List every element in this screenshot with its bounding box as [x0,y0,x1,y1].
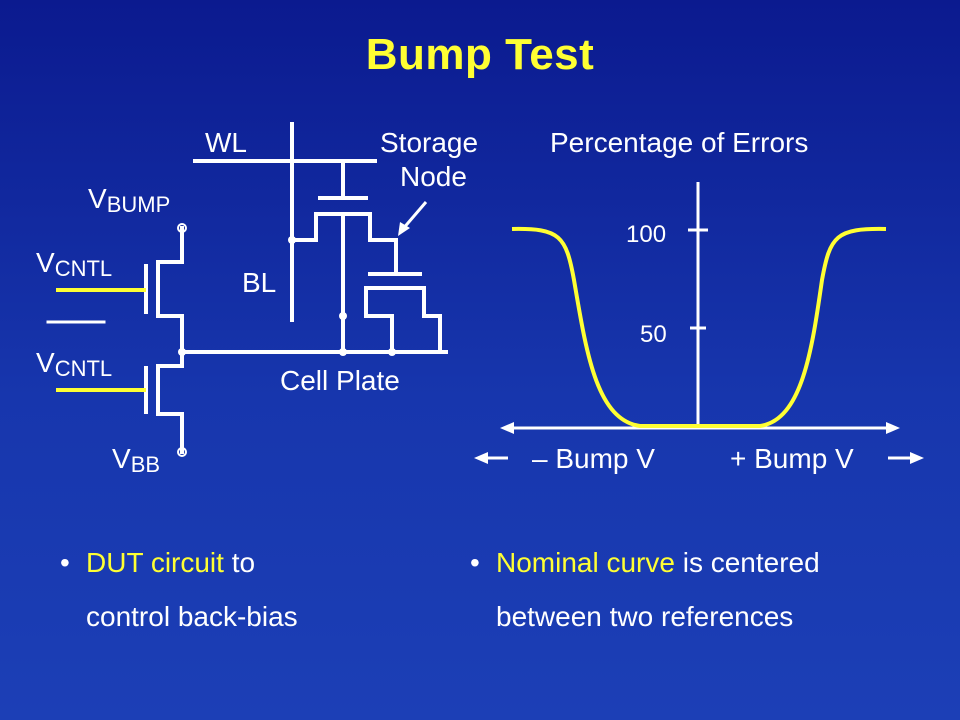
label-cell-plate: Cell Plate [280,365,400,396]
label-vbump: VBUMP [88,183,170,217]
vbb-terminal [177,447,187,457]
bullet-left-line1: DUT circuit to [86,536,298,590]
storage-node-arrowhead [398,222,410,236]
plate-node-dot-2 [339,312,347,320]
arrow-right-head [910,452,924,464]
label-vbb: VBB [112,443,160,477]
label-storage-line2: Node [400,161,467,192]
bullet-right-highlight: Nominal curve [496,547,675,578]
dut-lower-transistor [156,350,184,454]
bullet-left-highlight: DUT circuit [86,547,224,578]
x-label-positive: + Bump V [730,443,854,474]
vbump-terminal [177,223,187,233]
arrow-left-head [474,452,488,464]
y-tick-label-50: 50 [640,321,667,348]
access-source-wire [290,212,318,242]
storage-right-wire [422,286,442,354]
dut-upper-transistor [156,260,184,354]
bullet-left: • DUT circuit to control back-bias [60,536,298,644]
storage-node-arrow [400,201,428,231]
access-drain-wire [368,212,398,272]
y-tick-label-100: 100 [626,221,666,248]
x-label-negative: – Bump V [532,443,655,474]
bullet-left-line2: control back-bias [86,601,298,632]
mid-node-dot [178,348,186,356]
bullet-right-rest: is centered [674,547,820,578]
x-axis-left-arrowhead [500,422,514,434]
x-axis-right-arrowhead [886,422,900,434]
label-wl: WL [205,127,247,158]
bullet-glyph-right: • [470,547,480,578]
error-curve [511,226,887,428]
slide-title: Bump Test [365,30,595,79]
label-vcntl: VCNTL [36,247,112,281]
storage-lower-wire [364,286,394,354]
bullet-right-line1: Nominal curve is centered [496,536,820,590]
bullet-right: • Nominal curve is centered between two … [470,536,820,644]
label-storage-line1: Storage [380,127,478,158]
plate-node-dot [339,348,347,356]
bl-node-dot [288,236,296,244]
bullet-glyph-left: • [60,547,70,578]
bullet-left-rest: to [223,547,256,578]
bullet-right-line2: between two references [496,601,794,632]
storage-node-dot [388,348,396,356]
label-vcntl-bar: VCNTL [36,347,112,381]
label-bl: BL [242,267,276,298]
plot-title: Percentage of Errors [550,127,808,158]
